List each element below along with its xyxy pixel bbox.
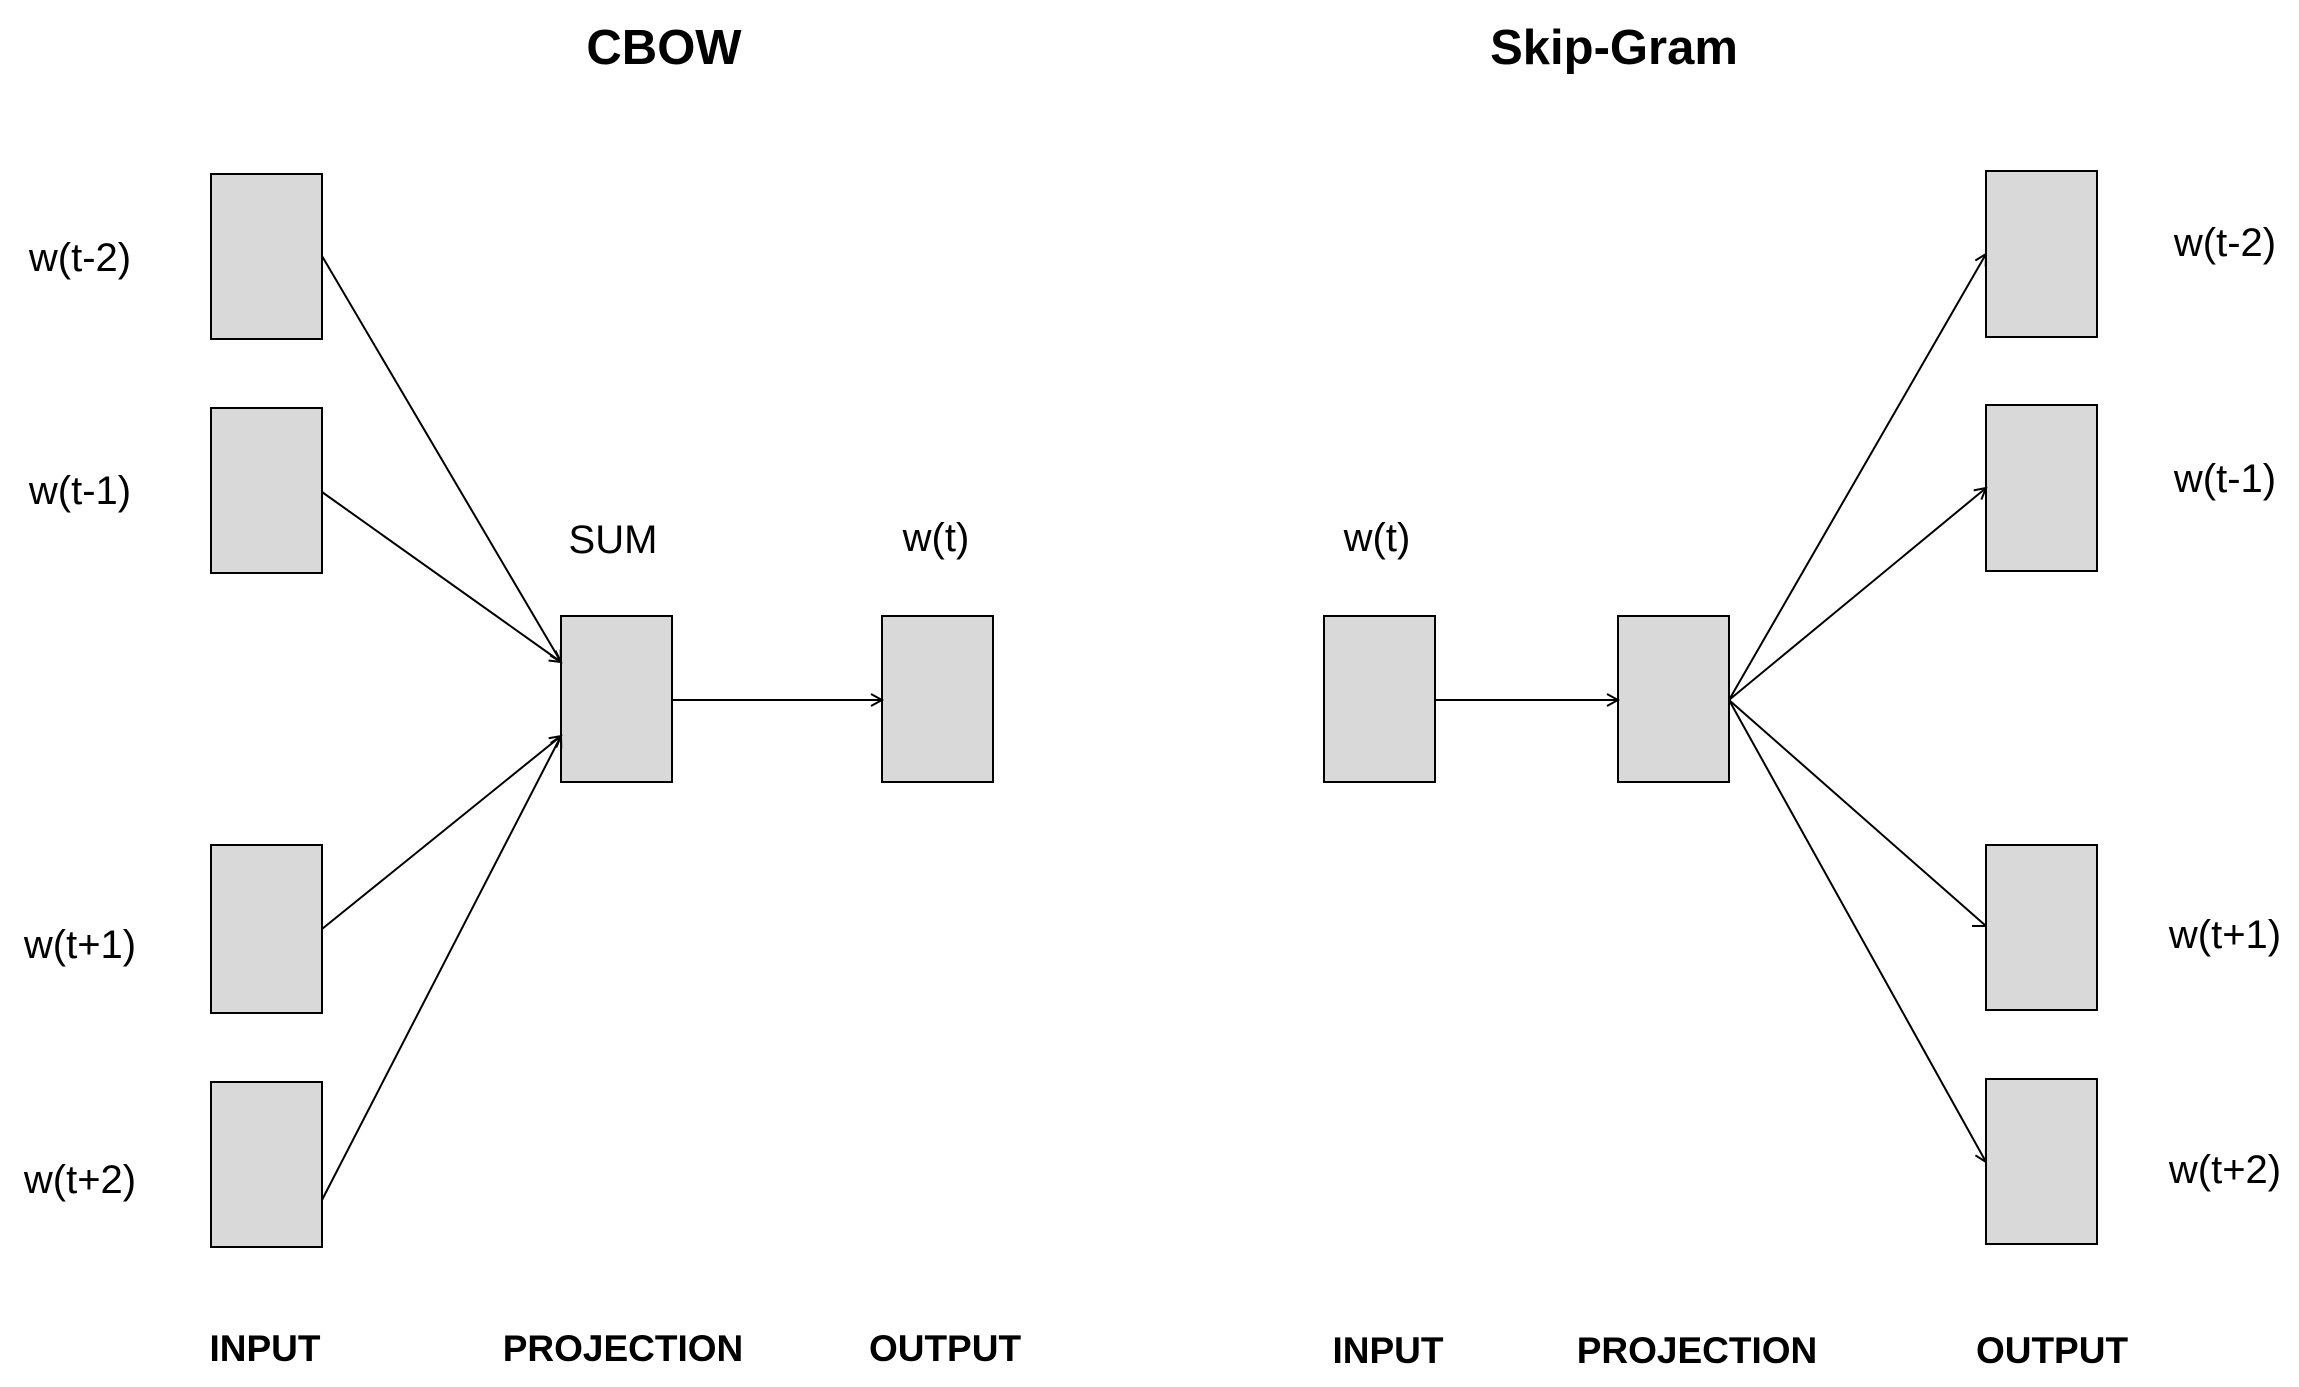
skipgram-input-word-label: w(t) (1343, 516, 1411, 560)
cbow-arrow-t+2-to-projection (321, 736, 561, 1201)
skipgram-arrow-projection-to-t+1 (1728, 699, 1987, 927)
skipgram-output-label-t+1: w(t+1) (2168, 913, 2281, 957)
skipgram-arrow-projection-to-t-1 (1728, 488, 1986, 701)
skipgram-output-node-t-1 (1985, 404, 2098, 572)
skipgram-layer-label-input: INPUT (1333, 1330, 1444, 1371)
cbow-arrow-t-2-to-projection (321, 255, 561, 662)
cbow-input-node-t+2 (210, 1081, 323, 1248)
cbow-input-node-t-1 (210, 407, 323, 574)
skipgram-output-node-t+1 (1985, 844, 2098, 1011)
cbow-output-word-label: w(t) (902, 516, 970, 560)
skipgram-layer-label-output: OUTPUT (1976, 1330, 2129, 1371)
cbow-input-label-t+1: w(t+1) (23, 923, 136, 967)
skipgram-arrow-projection-to-t+2 (1728, 699, 1986, 1162)
skipgram-output-label-t-2: w(t-2) (2173, 221, 2276, 265)
skipgram-output-node-t+2 (1985, 1078, 2098, 1245)
cbow-model: CBOW w(t-2) w(t-1) w(t+1) w(t+2) SUM w(t… (23, 21, 1022, 1369)
skipgram-projection-node (1617, 615, 1730, 783)
cbow-input-node-t+1 (210, 844, 323, 1014)
cbow-layer-label-input: INPUT (210, 1328, 321, 1369)
skipgram-title: Skip-Gram (1490, 21, 1738, 75)
skipgram-output-label-t-1: w(t-1) (2173, 457, 2276, 501)
cbow-projection-node (560, 615, 673, 783)
cbow-arrow-t+1-to-projection (321, 736, 561, 930)
cbow-input-node-t-2 (210, 173, 323, 340)
skipgram-model: Skip-Gram w(t) w(t-2) w(t-1) w(t+1) w(t+… (1323, 21, 2281, 1371)
cbow-input-label-t-2: w(t-2) (28, 236, 131, 280)
cbow-input-label-t-1: w(t-1) (28, 469, 131, 513)
cbow-arrow-t-1-to-projection (321, 491, 561, 662)
skipgram-input-node (1323, 615, 1436, 783)
skipgram-output-node-t-2 (1985, 170, 2098, 338)
skipgram-output-label-t+2: w(t+2) (2168, 1148, 2281, 1192)
cbow-input-label-t+2: w(t+2) (23, 1158, 136, 1202)
skipgram-arrow-projection-to-t-2 (1728, 254, 1986, 701)
cbow-title: CBOW (586, 21, 742, 75)
cbow-output-node (881, 615, 994, 783)
cbow-layer-label-output: OUTPUT (869, 1328, 1022, 1369)
cbow-layer-label-projection: PROJECTION (503, 1328, 744, 1369)
skipgram-layer-label-projection: PROJECTION (1577, 1330, 1818, 1371)
cbow-projection-sum-label: SUM (569, 518, 658, 562)
